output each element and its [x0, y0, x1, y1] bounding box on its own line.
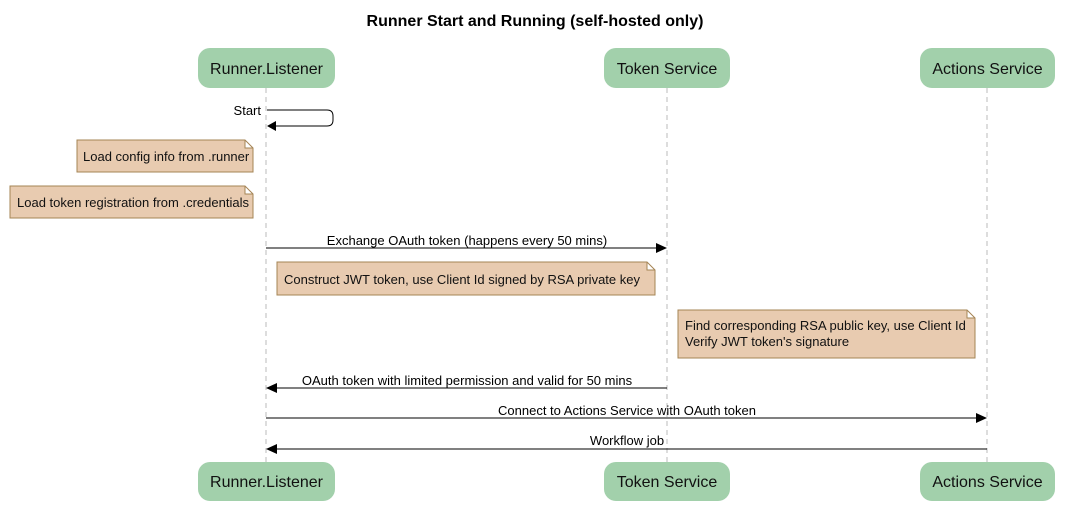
- message-connect-actions-service: Connect to Actions Service with OAuth to…: [266, 403, 987, 423]
- message-label: Connect to Actions Service with OAuth to…: [498, 403, 756, 418]
- note-text: Load config info from .runner: [83, 149, 250, 164]
- participant-label: Actions Service: [932, 61, 1042, 78]
- participant-label: Actions Service: [932, 474, 1042, 491]
- participant-actions-service-top: Actions Service: [920, 48, 1055, 88]
- message-label: Workflow job: [590, 433, 664, 448]
- diagram-title: Runner Start and Running (self-hosted on…: [367, 13, 704, 30]
- message-label: Start: [234, 103, 262, 118]
- message-exchange-oauth-token: Exchange OAuth token (happens every 50 m…: [266, 233, 667, 253]
- participant-actions-service-bottom: Actions Service: [920, 462, 1055, 501]
- participant-label: Runner.Listener: [210, 474, 324, 491]
- note-text: Find corresponding RSA public key, use C…: [685, 318, 966, 333]
- message-workflow-job: Workflow job: [266, 433, 987, 454]
- message-start: Start: [234, 103, 334, 131]
- note-text: Construct JWT token, use Client Id signe…: [284, 272, 640, 287]
- participant-runner-listener-top: Runner.Listener: [198, 48, 335, 88]
- participant-token-service-bottom: Token Service: [604, 462, 730, 501]
- message-oauth-token-returned: OAuth token with limited permission and …: [266, 373, 667, 393]
- participant-label: Runner.Listener: [210, 61, 324, 78]
- message-label: Exchange OAuth token (happens every 50 m…: [327, 233, 607, 248]
- note-verify-jwt: Find corresponding RSA public key, use C…: [677, 309, 976, 359]
- participant-label: Token Service: [617, 474, 718, 491]
- note-text: Load token registration from .credential…: [17, 195, 249, 210]
- message-label: OAuth token with limited permission and …: [302, 373, 633, 388]
- participant-token-service-top: Token Service: [604, 48, 730, 88]
- participant-runner-listener-bottom: Runner.Listener: [198, 462, 335, 501]
- note-text: Verify JWT token's signature: [685, 334, 849, 349]
- note-load-config: Load config info from .runner: [76, 139, 254, 173]
- note-construct-jwt: Construct JWT token, use Client Id signe…: [276, 261, 656, 296]
- note-load-token-registration: Load token registration from .credential…: [9, 185, 254, 219]
- participant-label: Token Service: [617, 61, 718, 78]
